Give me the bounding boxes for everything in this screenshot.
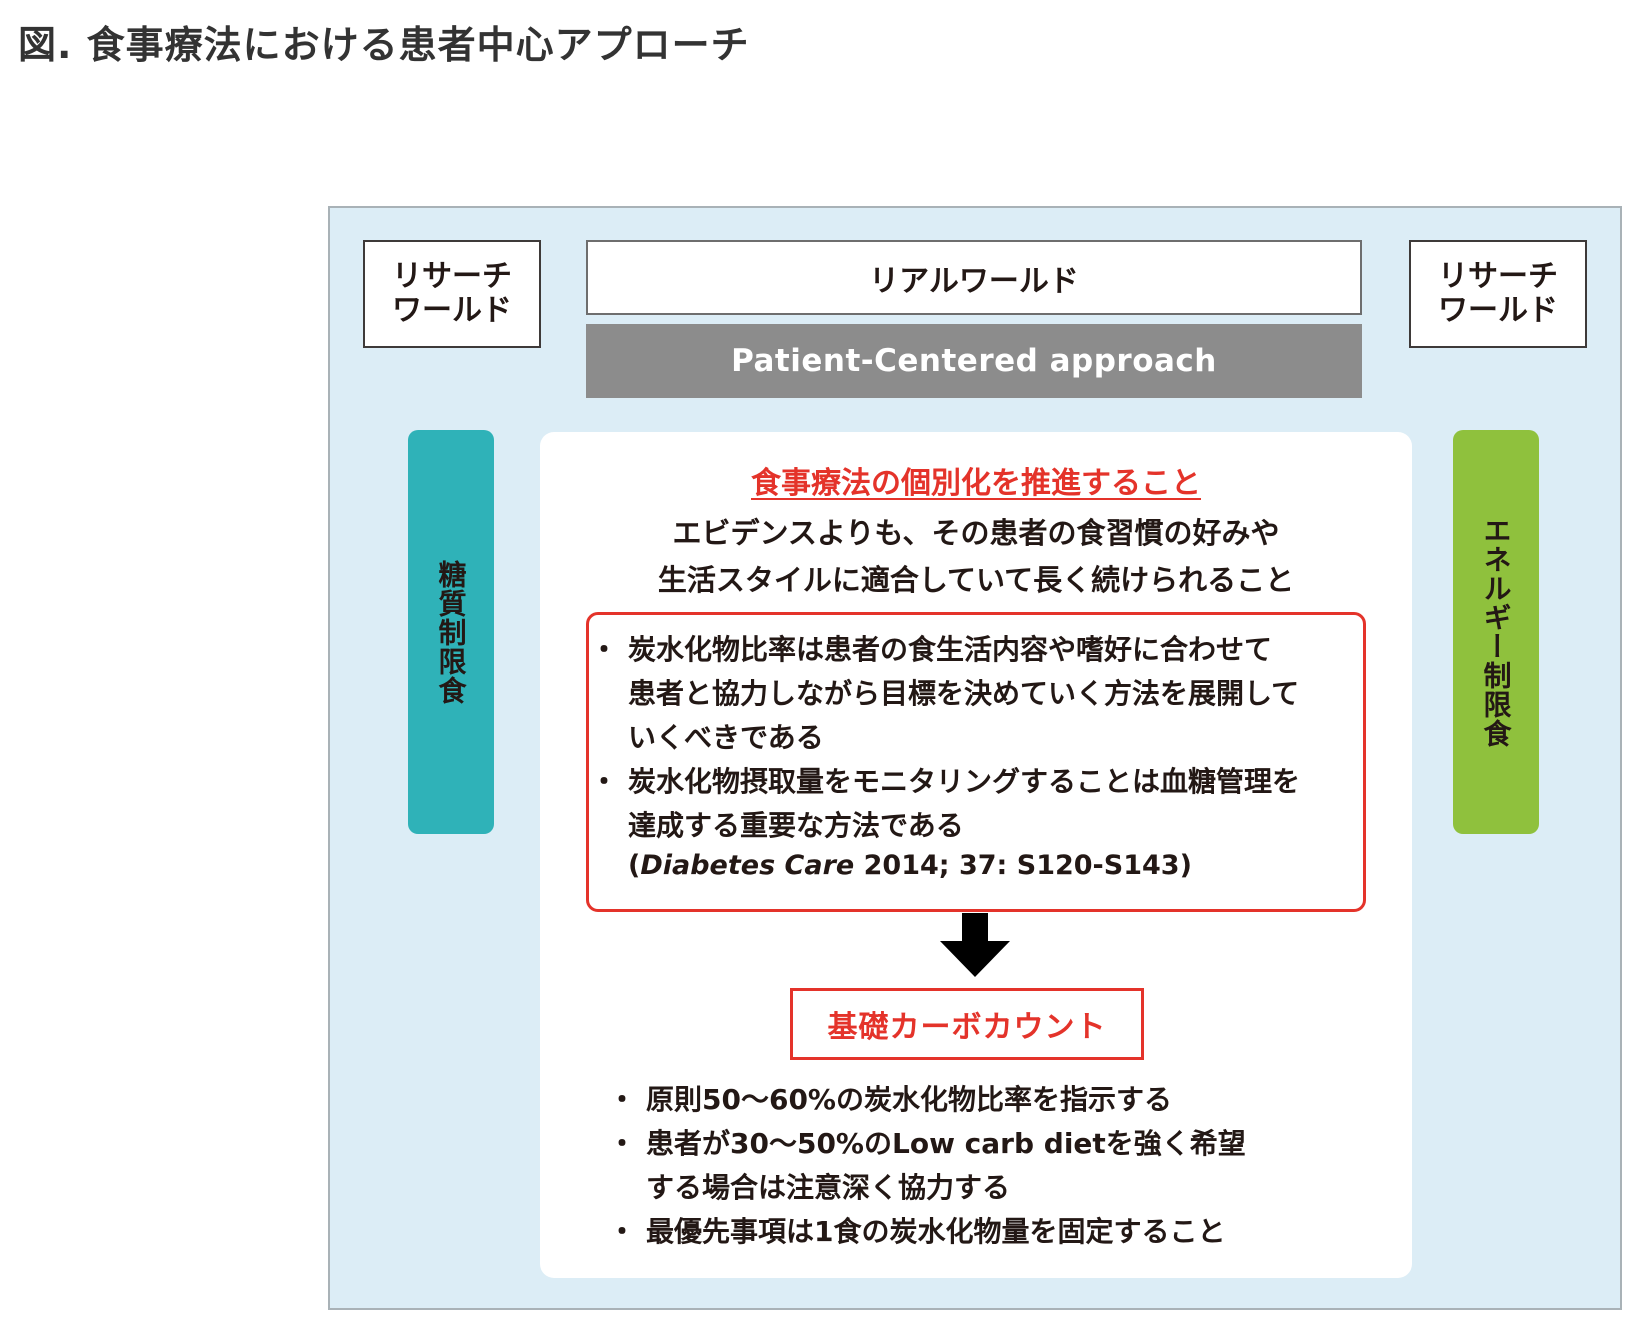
research-world-right-line-1: リサーチ <box>1438 259 1558 294</box>
citation: (Diabetes Care 2014; 37: S120-S143) <box>628 850 1192 881</box>
panel-subtext: エビデンスよりも、その患者の食習慣の好みや 生活スタイルに適合していて長く続けら… <box>540 510 1412 604</box>
list-item: 炭水化物摂取量をモニタリングすることは血糖管理を 達成する重要な方法である <box>590 760 1358 848</box>
research-world-right-box: リサーチ ワールド <box>1409 240 1587 348</box>
research-world-right-line-2: ワールド <box>1438 293 1558 328</box>
citation-rest: 2014; 37: S120-S143) <box>854 850 1192 881</box>
carb-count-list: 原則50～60%の炭水化物比率を指示する 患者が30～50%のLow carb … <box>608 1078 1320 1254</box>
energy-restricted-diet-pillar: エネルギー制限食 <box>1453 430 1539 834</box>
evidence-item-1-line-3: いくべきである <box>628 721 824 754</box>
panel-subtext-line-2: 生活スタイルに適合していて長く続けられること <box>657 563 1295 597</box>
panel-heading: 食事療法の個別化を推進すること <box>540 458 1412 502</box>
research-world-left-line-1: リサーチ <box>392 259 512 294</box>
carb-item-2-line-2: する場合は注意深く協力する <box>646 1171 1011 1204</box>
evidence-item-2-line-2: 達成する重要な方法である <box>628 809 964 842</box>
basic-carb-count-box: 基礎カーボカウント <box>790 988 1144 1060</box>
citation-open: ( <box>628 850 641 881</box>
list-item: 炭水化物比率は患者の食生活内容や嗜好に合わせて 患者と協力しながら目標を決めてい… <box>590 628 1358 760</box>
carb-item-1-line-1: 原則50～60%の炭水化物比率を指示する <box>646 1083 1172 1116</box>
basic-carb-count-label: 基礎カーボカウント <box>827 1010 1107 1045</box>
carb-item-2-line-1: 患者が30～50%のLow carb dietを強く希望 <box>646 1127 1246 1160</box>
list-item: 最優先事項は1食の炭水化物量を固定すること <box>608 1210 1320 1254</box>
list-item: 患者が30～50%のLow carb dietを強く希望 する場合は注意深く協力… <box>608 1122 1320 1210</box>
research-world-left-box: リサーチ ワールド <box>363 240 541 348</box>
low-carb-diet-label: 糖質制限食 <box>434 559 468 705</box>
energy-restricted-diet-label: エネルギー制限食 <box>1479 516 1513 748</box>
evidence-item-1-line-2: 患者と協力しながら目標を決めていく方法を展開して <box>628 677 1300 710</box>
real-world-label: リアルワールド <box>869 263 1079 299</box>
real-world-box: リアルワールド <box>586 240 1362 315</box>
low-carb-diet-pillar: 糖質制限食 <box>408 430 494 834</box>
panel-heading-text: 食事療法の個別化を推進すること <box>751 466 1201 501</box>
evidence-item-1-line-1: 炭水化物比率は患者の食生活内容や嗜好に合わせて <box>628 633 1273 666</box>
page-title: 図. 食事療法における患者中心アプローチ <box>18 23 750 67</box>
arrow-down-icon <box>940 913 1010 977</box>
patient-centered-approach-bar: Patient-Centered approach <box>586 324 1362 398</box>
panel-subtext-line-1: エビデンスよりも、その患者の食習慣の好みや <box>672 516 1280 550</box>
citation-journal: Diabetes Care <box>640 850 855 881</box>
carb-item-3-line-1: 最優先事項は1食の炭水化物量を固定すること <box>646 1215 1226 1248</box>
evidence-item-2-line-1: 炭水化物摂取量をモニタリングすることは血糖管理を <box>628 765 1301 798</box>
evidence-list: 炭水化物比率は患者の食生活内容や嗜好に合わせて 患者と協力しながら目標を決めてい… <box>590 628 1358 848</box>
patient-centered-approach-label: Patient-Centered approach <box>731 343 1217 379</box>
research-world-left-line-2: ワールド <box>392 293 512 328</box>
list-item: 原則50～60%の炭水化物比率を指示する <box>608 1078 1320 1122</box>
